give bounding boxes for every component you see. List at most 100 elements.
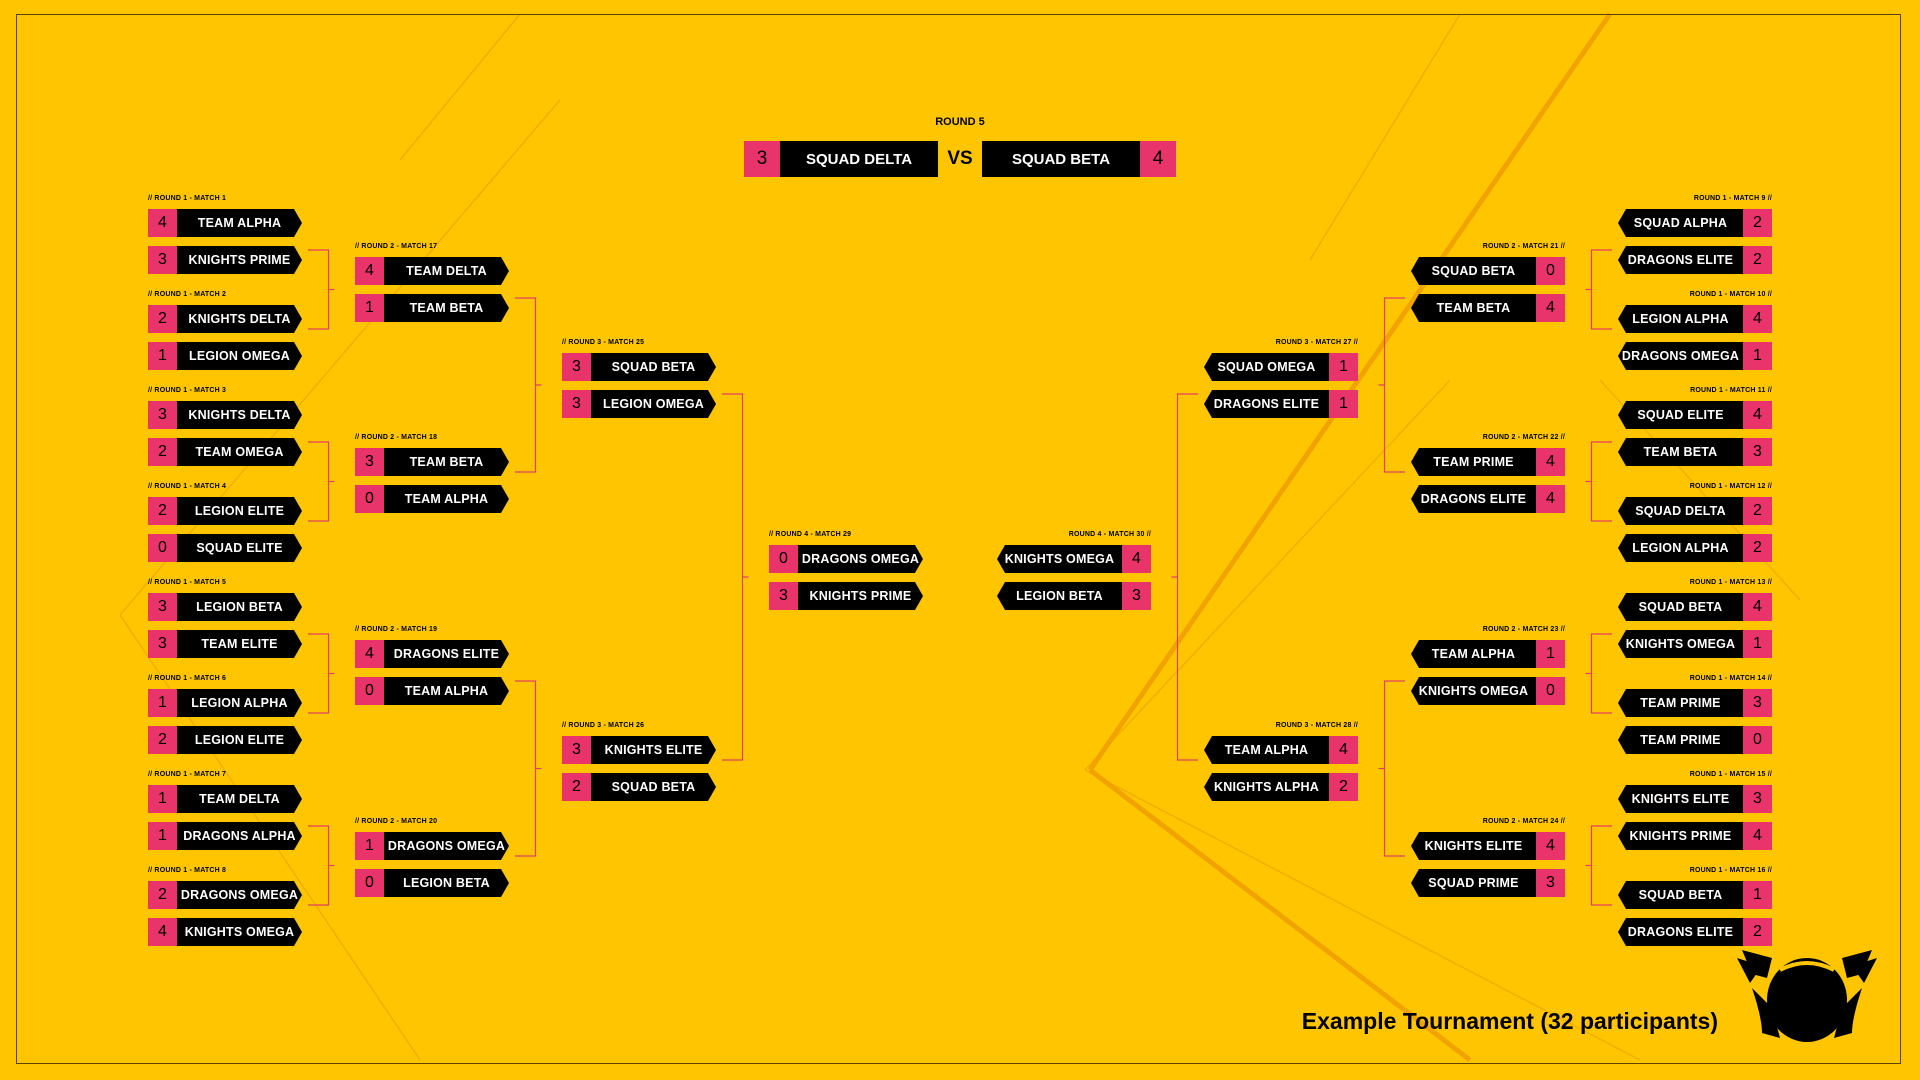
- team-name[interactable]: KNIGHTS OMEGA: [177, 918, 302, 946]
- team-name[interactable]: DRAGONS OMEGA: [177, 881, 302, 909]
- team-name[interactable]: KNIGHTS OMEGA: [997, 545, 1122, 573]
- team-name[interactable]: LEGION ALPHA: [1618, 305, 1743, 333]
- team-name[interactable]: DRAGONS ELITE: [1411, 485, 1536, 513]
- team-name[interactable]: SQUAD ELITE: [1618, 401, 1743, 429]
- team-name[interactable]: TEAM BETA: [1411, 294, 1536, 322]
- team-name[interactable]: KNIGHTS DELTA: [177, 401, 302, 429]
- team-name[interactable]: TEAM BETA: [384, 294, 509, 322]
- team-name[interactable]: TEAM PRIME: [1618, 689, 1743, 717]
- team-name[interactable]: SQUAD ELITE: [177, 534, 302, 562]
- team-name[interactable]: LEGION ELITE: [177, 497, 302, 525]
- team-name[interactable]: DRAGONS ELITE: [1204, 390, 1329, 418]
- team-name[interactable]: TEAM ALPHA: [1204, 736, 1329, 764]
- team-name[interactable]: TEAM PRIME: [1411, 448, 1536, 476]
- team-name[interactable]: SQUAD OMEGA: [1204, 353, 1329, 381]
- team-name[interactable]: TEAM BETA: [384, 448, 509, 476]
- final-team-a[interactable]: SQUAD DELTA: [780, 141, 938, 177]
- team-name[interactable]: TEAM OMEGA: [177, 438, 302, 466]
- team-name[interactable]: SQUAD BETA: [1618, 593, 1743, 621]
- team-name[interactable]: SQUAD BETA: [1618, 881, 1743, 909]
- team-name[interactable]: KNIGHTS ELITE: [1618, 785, 1743, 813]
- team-name[interactable]: TEAM ALPHA: [1411, 640, 1536, 668]
- team-name[interactable]: KNIGHTS ELITE: [1411, 832, 1536, 860]
- team-name[interactable]: SQUAD BETA: [591, 773, 716, 801]
- team-name[interactable]: KNIGHTS OMEGA: [1618, 630, 1743, 658]
- team-name[interactable]: TEAM BETA: [1618, 438, 1743, 466]
- team-name[interactable]: LEGION OMEGA: [591, 390, 716, 418]
- team-name[interactable]: DRAGONS OMEGA: [798, 545, 923, 573]
- final-team-b[interactable]: SQUAD BETA: [982, 141, 1140, 177]
- team-name[interactable]: KNIGHTS DELTA: [177, 305, 302, 333]
- team-name[interactable]: KNIGHTS ALPHA: [1204, 773, 1329, 801]
- team-name[interactable]: DRAGONS ELITE: [384, 640, 509, 668]
- team-name[interactable]: SQUAD BETA: [1411, 257, 1536, 285]
- team-name[interactable]: TEAM ALPHA: [384, 677, 509, 705]
- team-name[interactable]: LEGION BETA: [384, 869, 509, 897]
- team-name[interactable]: SQUAD PRIME: [1411, 869, 1536, 897]
- final-match[interactable]: ROUND 5 3 SQUAD DELTA VS SQUAD BETA 4: [744, 116, 1176, 177]
- team-name[interactable]: LEGION OMEGA: [177, 342, 302, 370]
- team-name[interactable]: TEAM DELTA: [384, 257, 509, 285]
- team-name[interactable]: TEAM DELTA: [177, 785, 302, 813]
